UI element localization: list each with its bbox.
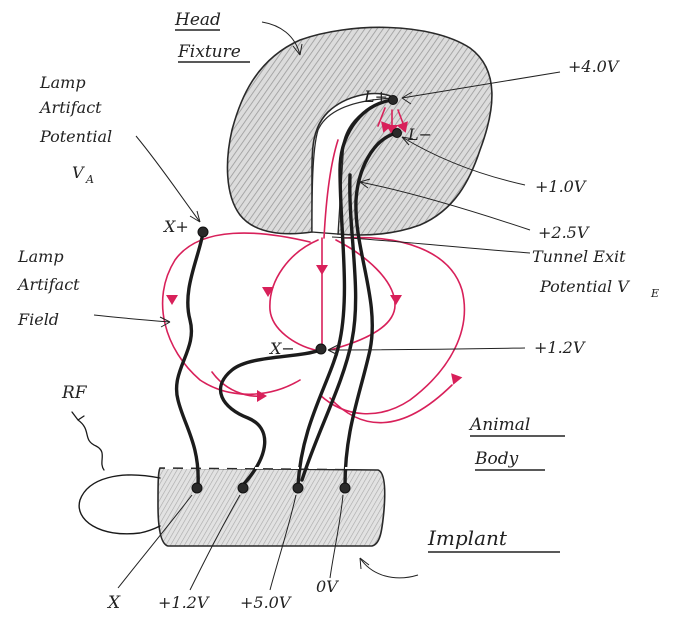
wire-l-minus [343, 131, 398, 487]
field-arrowhead [262, 287, 274, 297]
label-implant: Implant [427, 526, 508, 550]
label-lamp-potential-3: Potential [39, 127, 112, 146]
pin-label-1-2v: +1.2V [158, 593, 210, 612]
label-tunnel-exit-2: Potential V [539, 277, 630, 296]
wire-l-strand [300, 173, 358, 482]
label-lamp-potential-sub: A [85, 173, 94, 186]
field-arrowhead [386, 125, 398, 135]
wire-x-plus [174, 231, 205, 487]
label-lamp-potential-1: Lamp [39, 73, 86, 92]
label-lamp-potential-2: Artifact [38, 98, 102, 117]
wire-l-plus [296, 98, 394, 487]
implant-pin-5-0v [292, 482, 304, 494]
head-fixture-shape [226, 26, 493, 236]
pin-label-5-0v: +5.0V [240, 593, 292, 612]
leader-lines [93, 21, 561, 591]
pin-label-0v: 0V [316, 577, 339, 596]
lamp-artifact-field-lines [161, 107, 466, 424]
label-fixture: Fixture [177, 42, 241, 62]
label-tunnel-exit-sub: E [650, 287, 659, 300]
terminal-label-x-plus: X+ [162, 217, 189, 236]
label-lamp-field-2: Artifact [16, 275, 80, 294]
field-arrowhead [451, 373, 463, 385]
label-body: Body [474, 449, 519, 469]
pin-label-x: X [106, 593, 121, 613]
label-lamp-potential-v: V [72, 163, 85, 182]
implant-pin-1-2v [237, 482, 249, 494]
wires [174, 98, 398, 487]
label-lamp-field-3: Field [17, 310, 59, 329]
label-head: Head [174, 10, 221, 30]
field-arrowhead [390, 295, 402, 305]
label-lamp-field-1: Lamp [17, 247, 64, 266]
field-arrowhead [257, 390, 267, 402]
field-arrowhead [381, 121, 393, 133]
rf-loop [78, 474, 161, 535]
rf-squiggle [71, 411, 105, 471]
label-rf: RF [61, 383, 88, 403]
label-animal: Animal [468, 415, 530, 435]
wire-x-minus [218, 348, 322, 487]
field-arrowhead [166, 295, 178, 305]
field-arrowheads [166, 121, 463, 402]
implant-pin-x [191, 482, 203, 494]
terminal-x-minus [315, 343, 327, 355]
terminal-l-plus [388, 95, 398, 105]
voltage-l-plus: +4.0V [568, 57, 620, 76]
voltage-x-minus: +1.2V [534, 338, 586, 357]
terminal-label-l-minus: L− [407, 125, 432, 144]
implant-shape [157, 467, 386, 547]
terminal-x-plus [197, 226, 209, 238]
terminal-label-x-minus: X− [268, 339, 295, 358]
terminal-l-minus [392, 128, 402, 138]
voltage-tunnel: +2.5V [538, 223, 590, 242]
label-tunnel-exit-1: Tunnel Exit [532, 247, 626, 266]
voltage-l-minus: +1.0V [535, 177, 587, 196]
terminal-label-l-plus: L+ [363, 87, 388, 106]
implant-pin-0v [339, 482, 351, 494]
field-arrowhead [396, 121, 408, 133]
field-arrowhead [316, 265, 328, 275]
